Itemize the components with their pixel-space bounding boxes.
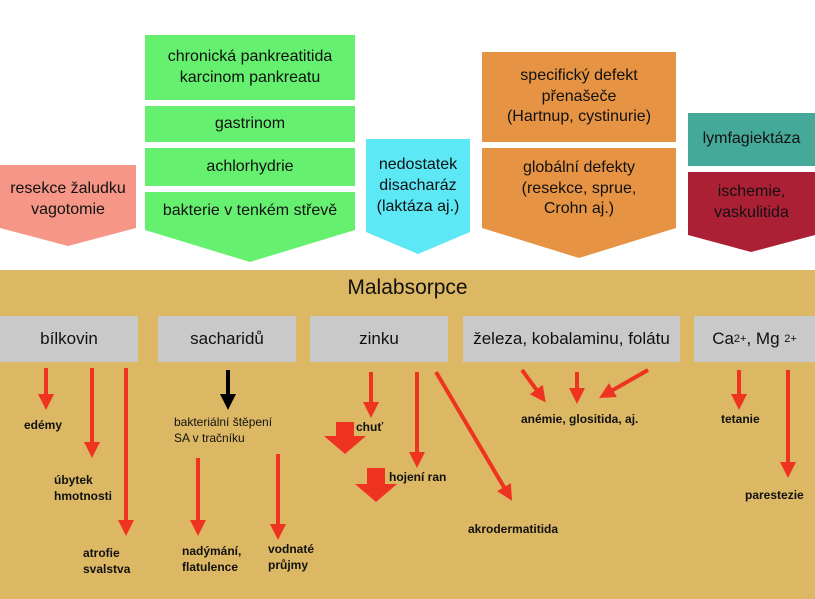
arrow-iron-anemia-left xyxy=(520,368,546,403)
cause-ischemia: ischemie, vaskulitida xyxy=(714,183,789,221)
cause-specific-defect: specifický defekt přenašeče (Hartnup, cy… xyxy=(506,66,652,126)
lymphangiectasia-box-shape xyxy=(688,113,815,166)
mg-charge: 2+ xyxy=(784,333,797,345)
effect-muscle-atrophy: atrofie svalstva xyxy=(83,546,131,577)
diagram-title: Malabsorpce xyxy=(347,276,468,299)
effect-anemia: anémie, glositida, aj. xyxy=(521,412,639,426)
stomach-box-shape xyxy=(0,165,136,246)
gastrinoma-box-shape xyxy=(145,106,355,142)
effect-taste: chuť xyxy=(356,420,384,434)
effect-weight-loss: úbytek hmotnosti xyxy=(54,473,112,504)
effect-edema: edémy xyxy=(24,418,63,432)
category-zinc: zinku xyxy=(310,316,448,362)
specific-defect-box-shape xyxy=(482,52,676,142)
category-saccharides: sacharidů xyxy=(158,316,296,362)
pancreas-box-shape xyxy=(145,35,355,100)
cause-lymphangiectasia: lymfagiektáza xyxy=(702,130,801,148)
effect-paresthesia: parestezie xyxy=(745,488,804,502)
ca-label: Ca xyxy=(712,329,734,348)
category-proteins: bílkovin xyxy=(0,316,138,362)
cause-pancreas: chronická pankreatitida karcinom pankrea… xyxy=(167,47,333,86)
achlorhydria-box-shape xyxy=(145,148,355,186)
cause-gastrinoma: gastrinom xyxy=(214,114,286,132)
effect-diarrhea: vodnaté průjmy xyxy=(268,542,315,573)
effect-flatulence: nadýmání, flatulence xyxy=(182,544,242,575)
ischemia-box-shape xyxy=(688,172,815,252)
cause-global-defect: globální defekty (resekce, sprue, Crohn … xyxy=(521,158,637,218)
arrow-iron-anemia-right xyxy=(599,368,649,398)
effect-tetany: tetanie xyxy=(721,412,760,426)
effect-bacterial-cleavage: bakteriální štěpení SA v tračníku xyxy=(174,415,273,446)
block-arrow-healing xyxy=(355,468,397,502)
block-arrow-taste xyxy=(324,422,366,454)
cause-achlorhydria: achlorhydrie xyxy=(206,157,294,175)
mg-label: , Mg xyxy=(746,329,785,348)
bacteria-box-shape xyxy=(145,192,355,262)
cause-shapes xyxy=(0,35,815,262)
disaccharidase-box-shape xyxy=(366,139,470,254)
effect-acrodermatitis: akrodermatitida xyxy=(468,522,559,536)
arrow-zinc-acrodermatitis xyxy=(434,370,513,501)
cause-bacteria: bakterie v tenkém střevě xyxy=(162,201,338,219)
effect-wound-healing: hojení ran xyxy=(389,470,447,484)
cause-stomach: resekce žaludku vagotomie xyxy=(10,180,126,218)
category-iron: železa, kobalaminu, folátu xyxy=(463,316,680,362)
ca-charge: 2+ xyxy=(733,333,747,345)
cause-disaccharidase: nedostatek disacharáz (laktáza aj.) xyxy=(376,156,460,215)
global-defect-box-shape xyxy=(482,148,676,258)
